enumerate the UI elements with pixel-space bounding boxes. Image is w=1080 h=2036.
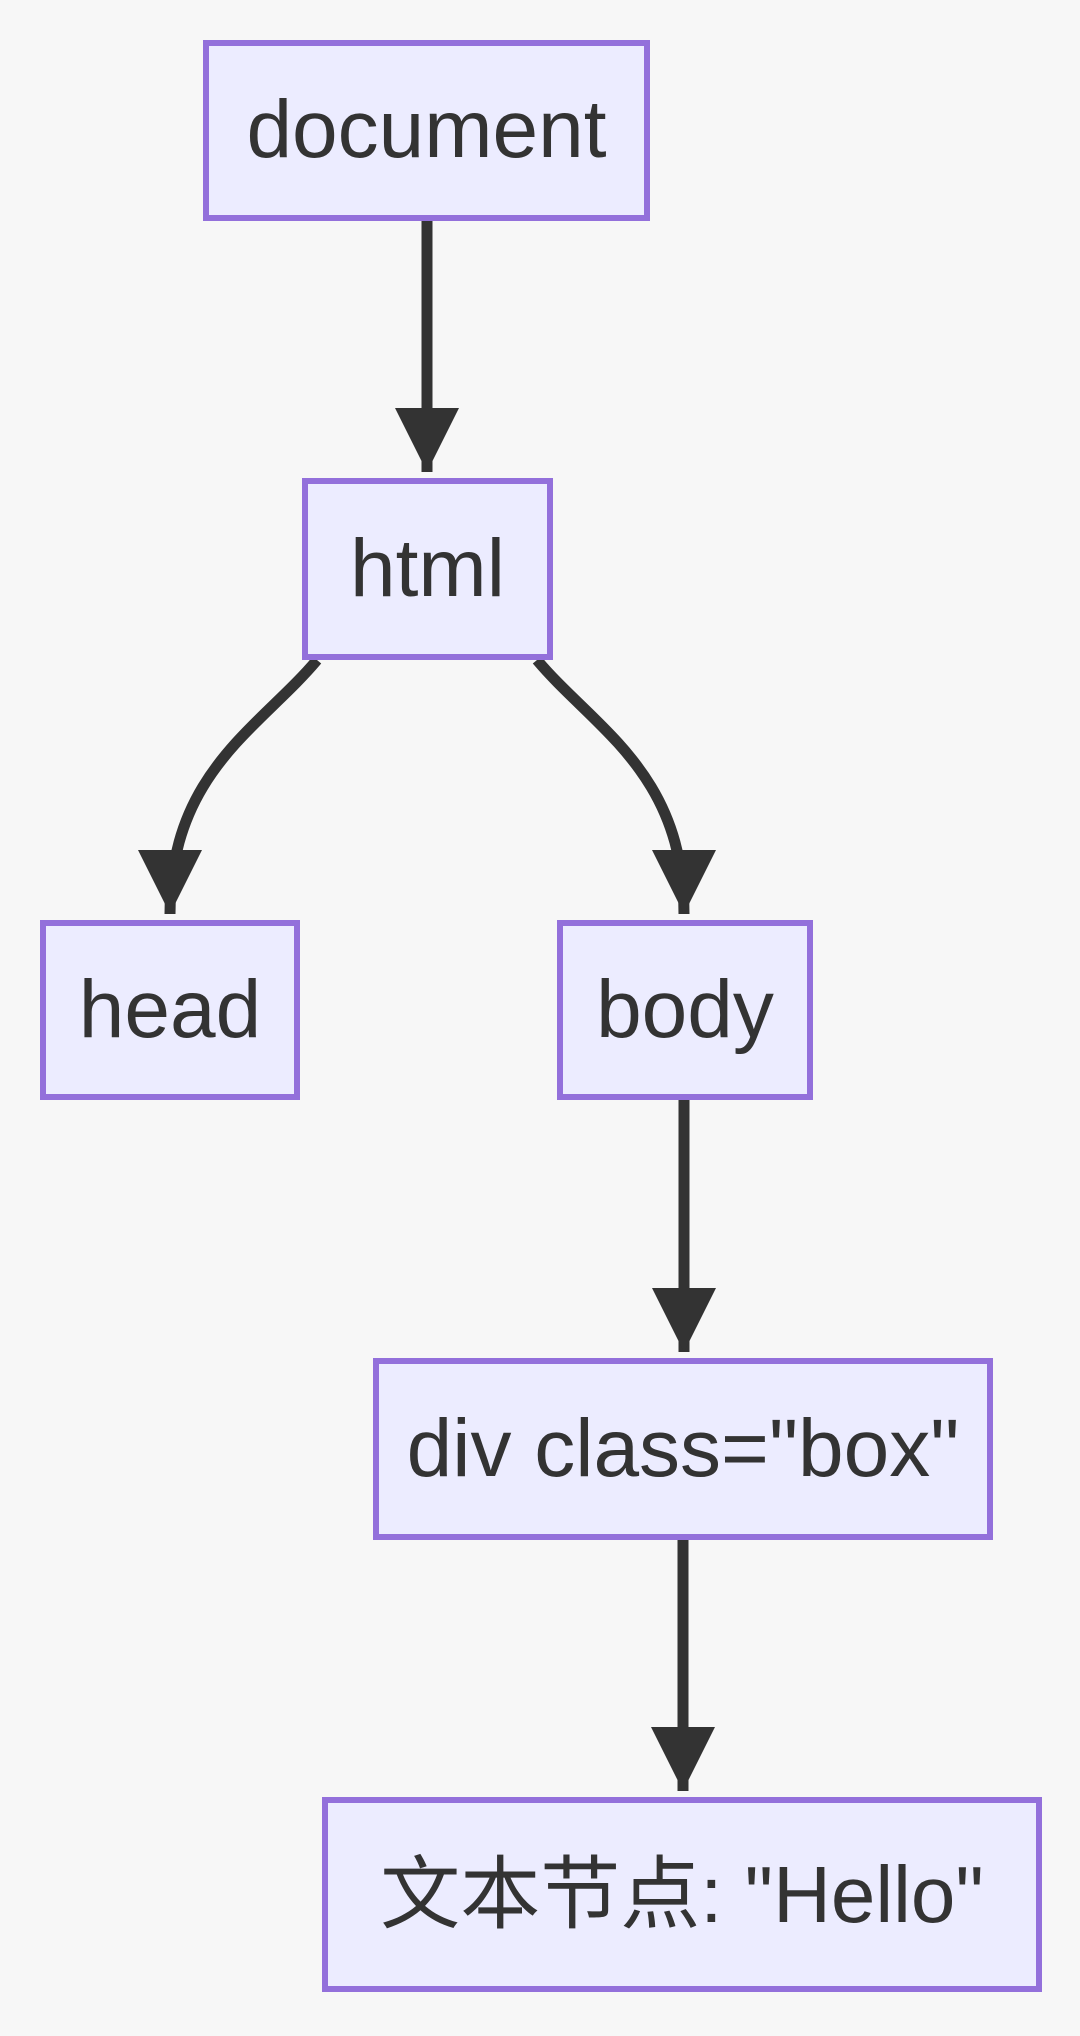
node-html: html [302,478,553,660]
edge-html-head [138,656,322,915]
node-text-node-hello-label: 文本节点: "Hello" [380,1849,984,1939]
node-text-node-hello: 文本节点: "Hello" [322,1797,1042,1992]
node-body-label: body [596,963,774,1055]
node-div-class-box: div class="box" [373,1358,993,1540]
node-head: head [40,920,300,1100]
node-body: body [557,920,813,1100]
node-html-label: html [350,522,505,614]
node-document-label: document [246,84,607,176]
node-div-class-box-label: div class="box" [406,1402,960,1494]
edge-html-body [532,656,716,915]
node-document: document [203,40,650,221]
node-head-label: head [78,963,262,1055]
